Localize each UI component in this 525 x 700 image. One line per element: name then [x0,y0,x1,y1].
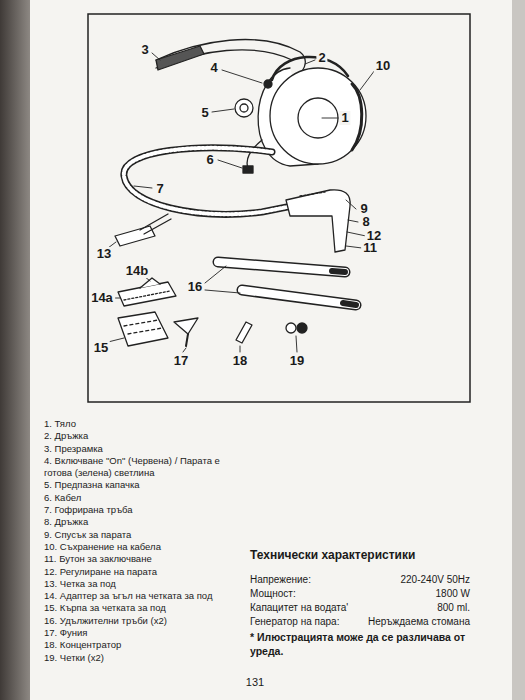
part-name: 17. Фуния [44,627,240,639]
parts-list: 1. Тяло2. Дръжка3. Презрамка4. Включване… [44,418,240,664]
spec-value: 1800 W [436,587,470,600]
callout-number: 17 [172,354,190,368]
leader-line [212,109,234,112]
funnel-spout [186,334,188,346]
body-disc [298,98,338,138]
cable-storage [352,84,362,150]
leader-line [322,118,338,119]
funnel [174,318,198,334]
cloth-texture [124,320,162,334]
plug [243,166,253,173]
indicator-light [264,80,272,88]
part-name: 2. Дръжка [44,430,240,442]
floor-brush [115,226,155,246]
callout-number: 8 [360,215,371,229]
part-name: 6. Кабел [44,492,240,504]
extension-tube [218,262,356,305]
extension-tube-fill [218,262,356,305]
small-brush [286,323,296,333]
callout-number: 14a [89,291,115,305]
callout-number: 2 [316,51,327,65]
callout-number: 6 [204,153,215,167]
handle [272,57,348,80]
spec-value: 220-240V 50Hz [401,573,471,586]
gun-grip [300,192,325,196]
hose-ribs [124,148,292,214]
part-name: 19. Четки (x2) [44,652,240,664]
hose [124,148,292,214]
part-name: 3. Презрамка [44,443,240,455]
callout-number: 7 [154,182,165,196]
concentrator [236,322,252,343]
leader-line [296,336,297,352]
leader-line [222,70,262,83]
safety-cap-center [240,104,248,112]
leader-line [305,60,315,64]
spec-value: 800 ml. [437,601,470,614]
angle-adapter [140,278,160,288]
leader-line [348,220,358,222]
leader-line [183,348,186,352]
part-name: 7. Гофрирана тръба [44,504,240,516]
callout-number: 11 [361,241,379,255]
spec-label: Генератор на пара: [250,615,339,628]
leader-line [346,246,362,248]
part-name: 13. Четка за под [44,578,240,590]
callout-number: 1 [339,111,350,125]
spec-label: Напрежение: [250,573,311,586]
part-name: 11. Бутон за заключване [44,553,240,565]
spec-heading: Технически характеристики [250,548,415,562]
callout-number: 14b [124,264,150,278]
spec-value: Неръждаема стомана [368,615,470,628]
brush-bristles [124,291,170,300]
body [270,68,366,164]
safety-cap [235,99,253,117]
leader-line [108,338,124,342]
spec-label: Мощност: [250,587,296,600]
steam-gun [286,190,350,252]
part-name: 16. Удължителни тръби (x2) [44,615,240,627]
tube-connector [332,271,356,305]
callout-number: 9 [358,202,369,216]
part-name: 15. Кърпа за четката за под [44,602,240,614]
brush-neck [140,214,171,234]
part-name: 5. Предпазна капачка [44,479,240,491]
leader-line [205,266,240,293]
figure-frame [88,14,470,402]
small-brush [297,323,307,333]
callout-number: 16 [186,280,204,294]
leader-line [218,160,242,168]
leader-line [240,346,241,352]
book-binding [0,0,30,700]
callout-number: 15 [92,341,110,355]
part-name: 4. Включване "On" (Червена) / Парата е г… [44,455,240,480]
leader-line [134,186,152,188]
part-name: 9. Спусък за парата [44,529,240,541]
callout-number: 3 [139,43,150,57]
leader-line [360,70,375,90]
leader-line [346,200,356,209]
callout-number: 4 [208,61,219,75]
cable [247,140,262,168]
note: * Илюстрацията може да се различава от у… [250,630,475,658]
part-name: 8. Дръжка [44,516,240,528]
cloth [118,312,168,346]
page-edge [512,0,525,700]
page-number: 131 [246,676,264,688]
part-name: 18. Концентратор [44,639,240,651]
part-name: 10. Съхранение на кабела [44,541,240,553]
part-name: 14. Адаптер за ъгъл на четката за под [44,590,240,602]
callout-number: 5 [199,106,210,120]
part-name: 1. Тяло [44,418,240,430]
strap-pad [156,46,204,70]
page [30,0,512,700]
callout-number: 18 [231,354,249,368]
part-name: 12. Регулиране на парата [44,566,240,578]
callout-number: 10 [374,59,392,73]
spec-label: Капацитет на водата' [250,601,348,614]
callout-number: 13 [95,247,113,261]
leader-line [152,53,160,60]
leader-line [347,232,366,236]
callout-number: 19 [288,354,306,368]
